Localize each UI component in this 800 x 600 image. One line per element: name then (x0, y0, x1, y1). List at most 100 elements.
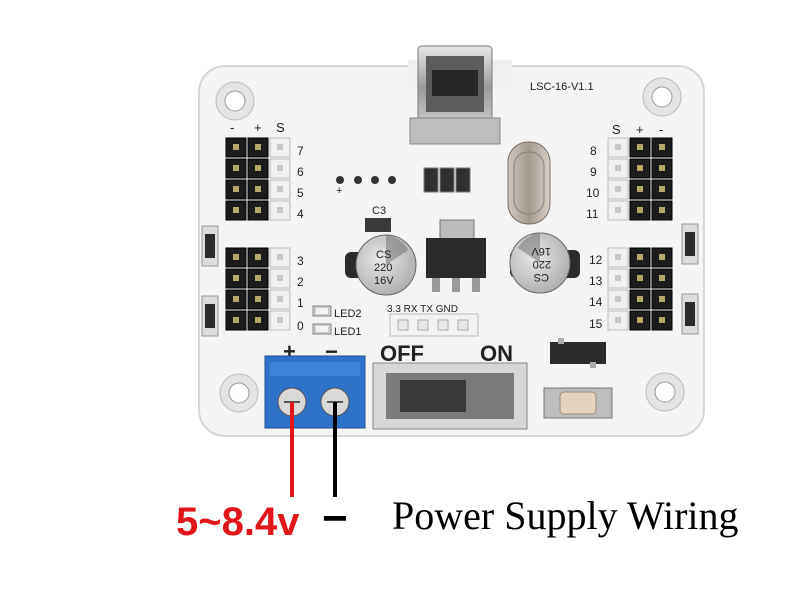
header-pin-contact (659, 186, 665, 192)
channel-label-7: 7 (297, 144, 304, 158)
header-pin-contact (637, 165, 643, 171)
mounting-hole-bottom-left (219, 373, 259, 413)
cap-left-text-line1: CS (376, 249, 391, 261)
header-pin-contact (659, 296, 665, 302)
reset-button (543, 387, 613, 419)
channel-label-3: 3 (297, 254, 304, 268)
header-pin-contact (277, 144, 283, 150)
header-pin-contact (615, 296, 621, 302)
header-pin-contact (277, 165, 283, 171)
header-pin-contact (233, 165, 239, 171)
header-pin-contact (255, 165, 261, 171)
header-pin-contact (277, 275, 283, 281)
header-pin-contact (233, 207, 239, 213)
mini-usb-connector (408, 45, 512, 145)
channel-label-8: 8 (590, 144, 597, 158)
switch-on-label: ON (480, 341, 513, 366)
header-pin-contact (637, 186, 643, 192)
header-pin-contact (255, 254, 261, 260)
led1 (312, 323, 332, 335)
header-pin-contact (233, 254, 239, 260)
cap-c3-label: C3 (372, 205, 386, 217)
channel-label-1: 1 (297, 296, 304, 310)
header-pin-contact (637, 317, 643, 323)
right-polarity-signal: S (612, 122, 621, 137)
header-pin-contact (233, 317, 239, 323)
led2 (312, 305, 332, 317)
left-servo-header-bottom (225, 247, 291, 331)
right-servo-header-bottom (607, 247, 673, 331)
header-pin-contact (615, 165, 621, 171)
header-pin-contact (637, 296, 643, 302)
header-pin-contact (233, 186, 239, 192)
uart-header (389, 313, 479, 337)
header-pin-contact (659, 165, 665, 171)
voltage-regulator (426, 219, 486, 292)
left-polarity-signal: S (276, 120, 285, 135)
header-pin-contact (255, 275, 261, 281)
smd-resistor-left-lower (201, 295, 219, 337)
header-pin-contact (615, 144, 621, 150)
transistor (550, 338, 606, 368)
header-pin-contact (637, 254, 643, 260)
header-pin-contact (615, 207, 621, 213)
header-pin-contact (659, 144, 665, 150)
cap-right-text-line1: CS (534, 271, 549, 283)
positive-voltage-label: 5~8.4v (176, 500, 300, 544)
channel-label-13: 13 (589, 274, 603, 288)
smd-resistor-right-lower (681, 293, 699, 335)
smd-resistor-left-upper (201, 225, 219, 267)
power-terminal-block (264, 355, 366, 429)
cap-right-text-line2: 220 (533, 258, 551, 270)
header-pin-contact (233, 275, 239, 281)
smd-capacitor-c3 (365, 218, 391, 232)
left-polarity-plus: + (254, 120, 262, 135)
header-pin-contact (255, 186, 261, 192)
right-servo-header-top (607, 137, 673, 221)
header-pin-contact (255, 317, 261, 323)
header-pin-contact (277, 296, 283, 302)
header-pin-contact (659, 275, 665, 281)
header-pin-contact (277, 317, 283, 323)
smd-resistor-array (423, 167, 471, 193)
electrolytic-capacitor-right (509, 232, 580, 294)
channel-label-9: 9 (590, 165, 597, 179)
diagram-title: Power Supply Wiring (392, 493, 739, 538)
channel-label-6: 6 (297, 165, 304, 179)
channel-label-14: 14 (589, 295, 603, 309)
header-pin-contact (637, 207, 643, 213)
header-pin-contact (615, 186, 621, 192)
left-servo-header-top (225, 137, 291, 221)
header-pin-contact (637, 275, 643, 281)
channel-label-11: 11 (586, 207, 599, 221)
header-pin-contact (277, 254, 283, 260)
cap-right-text-line3: 16V (531, 245, 551, 257)
power-slide-switch (372, 362, 528, 430)
header-pin-contact (615, 254, 621, 260)
right-polarity-minus: - (659, 122, 663, 137)
uart-header-label: 3.3 RX TX GND (387, 304, 458, 315)
channel-label-5: 5 (297, 186, 304, 200)
mounting-hole-bottom-right (645, 372, 685, 412)
header-pin-contact (615, 275, 621, 281)
right-polarity-plus: + (636, 122, 644, 137)
cap-left-text-line2: 220 (374, 262, 392, 274)
header-pin-contact (659, 207, 665, 213)
header-pin-contact (659, 317, 665, 323)
header-pin-contact (255, 144, 261, 150)
four-pin-pad-header (336, 176, 396, 184)
channel-label-15: 15 (589, 317, 603, 331)
switch-off-label: OFF (380, 341, 424, 366)
smd-resistor-right-upper (681, 223, 699, 265)
board-model-label: LSC-16-V1.1 (530, 81, 594, 93)
channel-label-12: 12 (589, 253, 603, 267)
header-pin-contact (255, 296, 261, 302)
crystal-oscillator (507, 141, 551, 225)
negative-label: − (322, 494, 348, 543)
cap-left-text-line3: 16V (374, 275, 394, 287)
channel-label-4: 4 (297, 207, 304, 221)
left-polarity-minus: - (230, 120, 234, 135)
channel-label-2: 2 (297, 275, 304, 289)
header-pin-contact (637, 144, 643, 150)
